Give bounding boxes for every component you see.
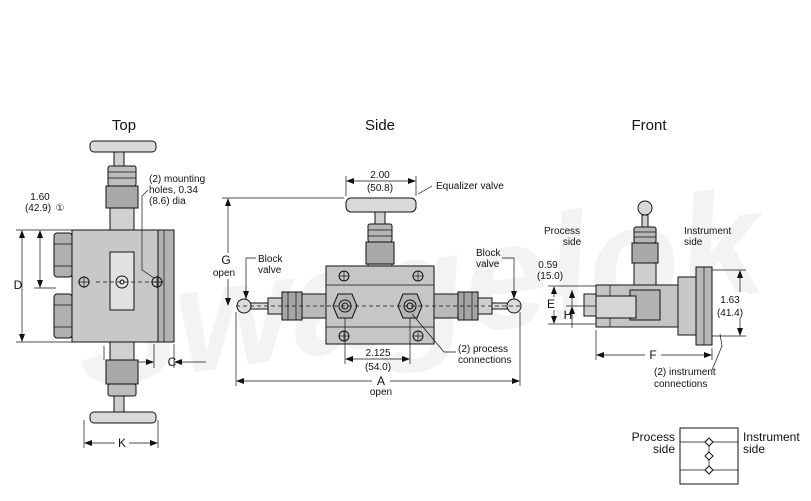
flow-schematic: Process side Instrument side [632,427,800,485]
side-dim-g-open: open [213,268,235,279]
side-block-left-2: valve [258,265,282,276]
side-dim-a-open: open [370,387,392,398]
side-dim-a: A [377,374,385,388]
front-process-side-1: Process [544,226,580,237]
view-title-front: Front [631,117,667,134]
front-dim-163: 1.63 [720,295,740,306]
top-dim-k: K [118,436,126,450]
top-mounting-line3: (8.6) dia [149,196,186,207]
top-dim-c: C [168,355,177,369]
top-mounting-line1: (2) mounting [149,174,205,185]
top-view: D 1.60 (42.9) ① (2) mounting holes, 0.34… [14,140,206,450]
front-dim-f: F [649,348,656,362]
side-dim-200: 2.00 [370,170,390,181]
side-dim-508: (50.8) [367,183,393,194]
front-dim-414: (41.4) [717,308,743,319]
side-dim-540: (54.0) [365,362,391,373]
top-mounting-line2: holes, 0.34 [149,185,198,196]
side-equalizer-label: Equalizer valve [436,181,504,192]
front-instrument-side-2: side [684,237,703,248]
side-view: 2.00 (50.8) Equalizer valve G open Block… [213,170,522,398]
side-process-conn-1: (2) process [458,344,508,355]
schematic-process-1: Process [632,430,675,444]
schematic-instrument-2: side [743,442,765,456]
view-title-top: Top [112,117,136,134]
front-dim-e: E [547,297,555,311]
front-instr-conn-1: (2) instrument [654,367,716,378]
front-instrument-side-1: Instrument [684,226,731,237]
side-dim-g: G [221,253,230,267]
schematic-process-2: side [653,442,675,456]
side-block-right-1: Block [476,248,501,259]
front-dim-150: (15.0) [537,271,563,282]
front-dim-h: H [564,308,573,322]
schematic-instrument-1: Instrument [743,430,800,444]
top-dim-160: 1.60 [30,192,50,203]
side-block-left-1: Block [258,254,283,265]
front-view: E H 0.59 (15.0) Process side Instrument … [537,200,748,390]
side-process-conn-2: connections [458,355,511,366]
front-instr-conn-2: connections [654,379,707,390]
side-block-right-2: valve [476,259,500,270]
top-dim-d: D [14,278,23,292]
front-dim-059: 0.59 [538,260,558,271]
top-footnote-mark: ① [56,203,65,214]
view-title-side: Side [365,117,395,134]
top-dim-429: (42.9) [25,203,51,214]
side-dim-2125: 2.125 [365,348,390,359]
front-process-side-2: side [563,237,582,248]
